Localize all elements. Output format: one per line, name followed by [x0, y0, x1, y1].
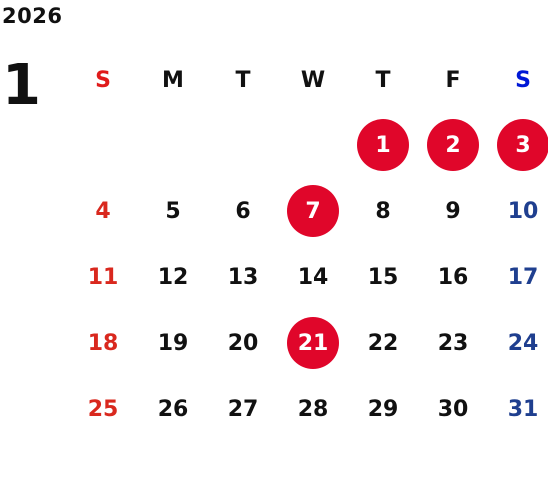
empty-day-cell [68, 112, 138, 178]
weekday-header-mon: M [162, 67, 184, 93]
day-cell: 16 [418, 244, 488, 310]
day-cell: 4 [68, 178, 138, 244]
day-cell: 6 [208, 178, 278, 244]
day-cell: 21 [278, 310, 348, 376]
day-cell: 1 [348, 112, 418, 178]
day-number: 29 [367, 396, 399, 422]
holiday-day-number: 2 [427, 119, 479, 171]
holiday-day-number: 3 [497, 119, 548, 171]
day-cell: 22 [348, 310, 418, 376]
day-cell: 14 [278, 244, 348, 310]
holiday-day-number: 1 [357, 119, 409, 171]
day-cell: 29 [348, 376, 418, 442]
day-cell: 31 [488, 376, 548, 442]
empty-day-cell [208, 112, 278, 178]
day-cell: 20 [208, 310, 278, 376]
day-cell: 13 [208, 244, 278, 310]
day-number: 18 [87, 330, 119, 356]
holiday-day-number: 21 [287, 317, 339, 369]
day-number: 14 [297, 264, 329, 290]
day-cell: 15 [348, 244, 418, 310]
day-cell: 17 [488, 244, 548, 310]
day-number: 17 [507, 264, 539, 290]
weekday-header-sun: S [95, 67, 111, 93]
day-number: 12 [157, 264, 189, 290]
day-number: 15 [367, 264, 399, 290]
day-cell: 8 [348, 178, 418, 244]
weekday-header-fri: F [445, 67, 461, 93]
day-cell: 30 [418, 376, 488, 442]
day-cell: 7 [278, 178, 348, 244]
day-number: 24 [507, 330, 539, 356]
day-cell: 9 [418, 178, 488, 244]
empty-day-cell [278, 112, 348, 178]
day-number: 10 [507, 198, 539, 224]
day-number: 4 [95, 198, 111, 224]
day-number: 22 [367, 330, 399, 356]
day-number: 27 [227, 396, 259, 422]
day-number: 25 [87, 396, 119, 422]
day-cell: 10 [488, 178, 548, 244]
weekday-header-sat: S [515, 67, 531, 93]
day-cell: 28 [278, 376, 348, 442]
holiday-day-number: 7 [287, 185, 339, 237]
day-number: 9 [445, 198, 461, 224]
weekday-header-thu: T [375, 67, 391, 93]
day-cell: 18 [68, 310, 138, 376]
day-number: 5 [165, 198, 181, 224]
month-label: 1 [2, 53, 41, 118]
day-number: 23 [437, 330, 469, 356]
day-number: 19 [157, 330, 189, 356]
weekday-header-tue: T [235, 67, 251, 93]
empty-day-cell [138, 112, 208, 178]
day-number: 26 [157, 396, 189, 422]
day-number: 13 [227, 264, 259, 290]
day-cell: 27 [208, 376, 278, 442]
day-cell: 24 [488, 310, 548, 376]
day-cell: 3 [488, 112, 548, 178]
day-number: 30 [437, 396, 469, 422]
day-cell: 11 [68, 244, 138, 310]
day-cell: 5 [138, 178, 208, 244]
day-number: 20 [227, 330, 259, 356]
weekday-header-wed: W [300, 67, 326, 93]
day-cell: 25 [68, 376, 138, 442]
day-cell: 26 [138, 376, 208, 442]
day-number: 16 [437, 264, 469, 290]
day-number: 28 [297, 396, 329, 422]
day-cell: 2 [418, 112, 488, 178]
year-label: 2026 [2, 4, 63, 28]
day-number: 8 [375, 198, 391, 224]
day-number: 31 [507, 396, 539, 422]
day-number: 11 [87, 264, 119, 290]
day-cell: 12 [138, 244, 208, 310]
day-number: 6 [235, 198, 251, 224]
day-cell: 19 [138, 310, 208, 376]
day-cell: 23 [418, 310, 488, 376]
